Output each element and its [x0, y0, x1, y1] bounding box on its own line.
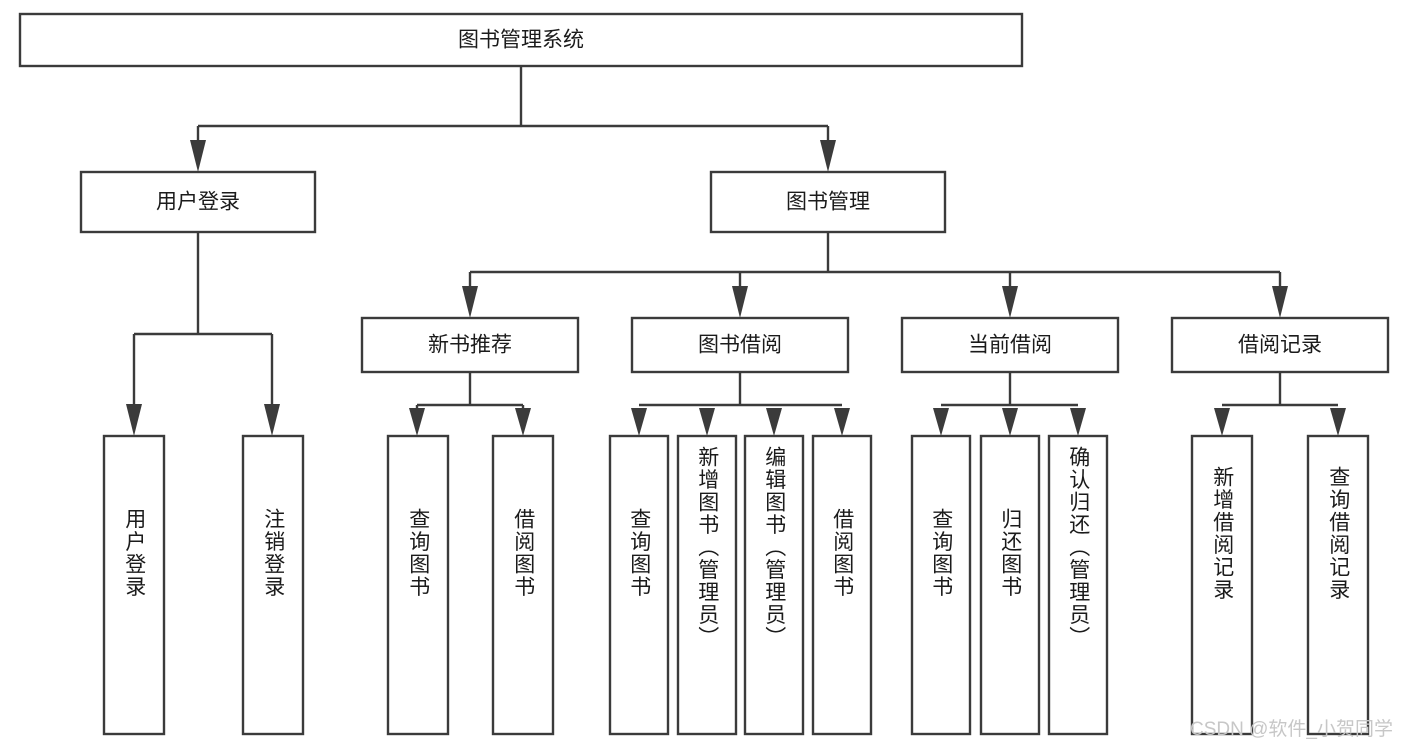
- node-current-borrow-label: 当前借阅: [968, 334, 1052, 357]
- node-user-login[interactable]: 用户登录: [79, 170, 317, 234]
- node-book-management[interactable]: 图书管理: [709, 170, 947, 234]
- leaf-logout-login-box[interactable]: [241, 434, 305, 736]
- leaf-group-book-borrow: [608, 434, 873, 736]
- arrow-root-to-user-login: [190, 140, 206, 172]
- leaf-query-book-2-box[interactable]: [608, 434, 670, 736]
- arrow-bb-leaf-3: [766, 408, 782, 436]
- node-book-borrow[interactable]: 图书借阅: [630, 316, 850, 374]
- arrow-cb-leaf-1: [933, 408, 949, 436]
- arrow-user-login-leaf-1: [126, 404, 142, 436]
- leaf-user-login-box[interactable]: [102, 434, 166, 736]
- node-new-book-recommend-label: 新书推荐: [428, 334, 512, 357]
- connector-group-book-management: [462, 232, 1288, 318]
- leaf-edit-book-box[interactable]: [743, 434, 805, 736]
- arrow-cb-leaf-3: [1070, 408, 1086, 436]
- leaf-add-book-box[interactable]: [676, 434, 738, 736]
- node-root-box[interactable]: [18, 12, 1024, 68]
- arrow-bm-to-borrow-record: [1272, 286, 1288, 318]
- node-borrow-record-label: 借阅记录: [1238, 334, 1322, 357]
- arrow-nbr-leaf-1: [409, 408, 425, 436]
- arrow-cb-leaf-2: [1002, 408, 1018, 436]
- leaf-group-current-borrow: [910, 434, 1109, 736]
- leaf-confirm-return-box[interactable]: [1047, 434, 1109, 736]
- leaf-query-record-box[interactable]: [1306, 434, 1370, 736]
- node-current-borrow-box[interactable]: [900, 316, 1120, 374]
- arrow-bm-to-new-book-recommend: [462, 286, 478, 318]
- node-book-management-box[interactable]: [709, 170, 947, 234]
- arrow-bb-leaf-2: [699, 408, 715, 436]
- connector-group-borrow-record: [1214, 372, 1346, 436]
- node-book-borrow-box[interactable]: [630, 316, 850, 374]
- node-current-borrow[interactable]: 当前借阅: [900, 316, 1120, 374]
- node-book-borrow-label: 图书借阅: [698, 334, 782, 357]
- node-root[interactable]: 图书管理系统: [18, 12, 1024, 68]
- leaf-query-book-1-box[interactable]: [386, 434, 450, 736]
- arrow-br-leaf-1: [1214, 408, 1230, 436]
- arrow-br-leaf-2: [1330, 408, 1346, 436]
- leaf-query-book-3-box[interactable]: [910, 434, 972, 736]
- leaf-add-record-box[interactable]: [1190, 434, 1254, 736]
- node-borrow-record[interactable]: 借阅记录: [1170, 316, 1390, 374]
- arrow-bb-leaf-1: [631, 408, 647, 436]
- connector-group-root: [190, 66, 836, 172]
- arrow-nbr-leaf-2: [515, 408, 531, 436]
- arrow-bm-to-book-borrow: [732, 286, 748, 318]
- leaf-group-user-login: [102, 434, 305, 736]
- connector-group-new-book-recommend: [409, 372, 531, 436]
- connector-group-book-borrow: [631, 372, 850, 436]
- leaf-borrow-book-1-box[interactable]: [491, 434, 555, 736]
- node-user-login-box[interactable]: [79, 170, 317, 234]
- node-book-management-label: 图书管理: [786, 191, 870, 214]
- connector-group-user-login: [126, 232, 280, 436]
- arrow-bb-leaf-4: [834, 408, 850, 436]
- arrow-bm-to-current-borrow: [1002, 286, 1018, 318]
- leaf-return-book-box[interactable]: [979, 434, 1041, 736]
- csdn-watermark: CSDN @软件_小贺同学: [1190, 719, 1393, 740]
- leaf-borrow-book-2-box[interactable]: [811, 434, 873, 736]
- node-new-book-recommend[interactable]: 新书推荐: [360, 316, 580, 374]
- node-borrow-record-box[interactable]: [1170, 316, 1390, 374]
- node-root-label: 图书管理系统: [458, 29, 584, 52]
- node-user-login-label: 用户登录: [156, 191, 240, 214]
- arrow-user-login-leaf-2: [264, 404, 280, 436]
- connector-group-current-borrow: [933, 372, 1086, 436]
- leaf-group-new-book-recommend: [386, 434, 555, 736]
- leaf-group-borrow-record: [1190, 434, 1370, 736]
- arrow-root-to-book-management: [820, 140, 836, 172]
- node-new-book-recommend-box[interactable]: [360, 316, 580, 374]
